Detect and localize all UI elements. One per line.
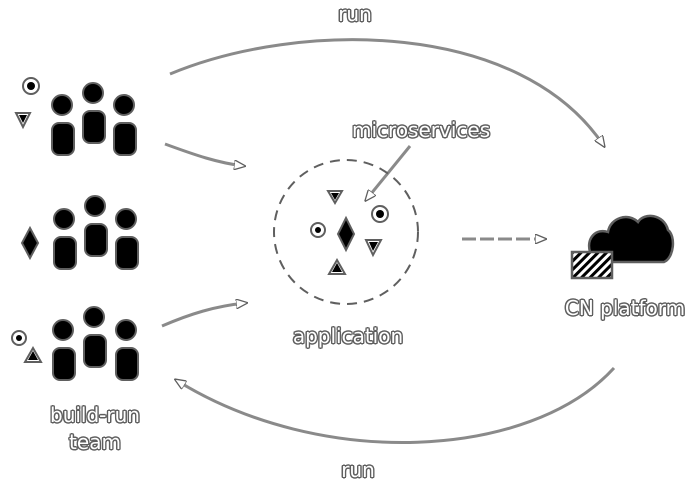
team-label-line2: team <box>69 430 121 454</box>
platform-label: CN platform <box>564 296 686 320</box>
team-3 <box>11 306 139 381</box>
diamond-icon <box>20 225 40 261</box>
person-icon <box>115 208 139 270</box>
microservice-shapes <box>310 190 389 275</box>
person-icon <box>82 82 106 144</box>
application-boundary <box>273 159 419 305</box>
run-label-top: run <box>338 2 372 26</box>
person-icon <box>83 306 107 368</box>
team-2 <box>20 195 139 270</box>
person-icon <box>51 94 75 156</box>
team3-to-application-arrow <box>161 303 246 328</box>
microservices-label: microservices <box>352 118 491 142</box>
person-icon <box>52 319 76 381</box>
person-icon <box>53 208 77 270</box>
cloud-icon <box>570 214 675 280</box>
application-label: application <box>292 324 404 348</box>
person-icon <box>113 94 137 156</box>
diamond-icon <box>336 215 356 253</box>
person-icon <box>115 319 139 381</box>
run-arrow-top <box>169 38 604 146</box>
team-1 <box>14 77 137 156</box>
person-icon <box>84 195 108 257</box>
hatched-box <box>570 250 614 280</box>
run-arrow-bottom <box>176 366 616 444</box>
run-label-bottom: run <box>341 458 375 482</box>
team1-to-application-arrow <box>164 142 244 166</box>
team-label-line1: build-run <box>50 403 140 427</box>
